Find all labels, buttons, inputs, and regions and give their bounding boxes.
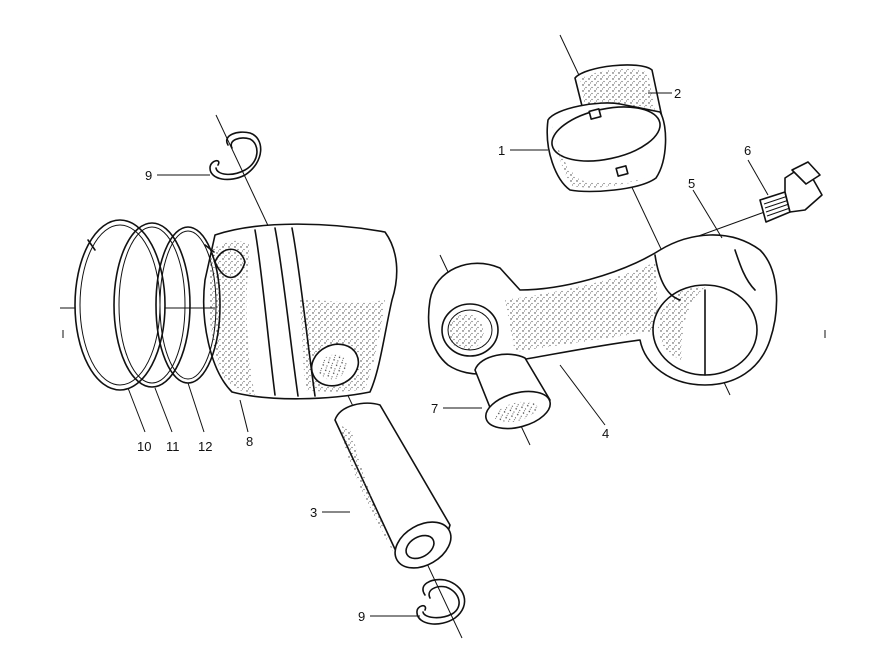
label-piston-pin: 3 <box>310 505 317 520</box>
piston-rings-drawing <box>60 219 221 391</box>
piston-drawing <box>202 114 463 639</box>
label-small-end-bushing: 7 <box>431 401 438 416</box>
label-ring-3: 12 <box>198 439 212 454</box>
label-rod-cap: 5 <box>688 176 695 191</box>
label-connecting-rod: 4 <box>602 426 609 441</box>
label-ring-1: 10 <box>137 439 151 454</box>
cap-bolt-drawing <box>659 161 823 251</box>
snap-rings-drawing <box>209 131 466 625</box>
label-snap-ring-top: 9 <box>145 168 152 183</box>
label-cap-bolt: 6 <box>744 143 751 158</box>
part-labels: 1 2 3 4 5 6 7 8 9 9 10 11 12 <box>137 86 751 624</box>
label-snap-ring-bottom: 9 <box>358 609 365 624</box>
bearing-shell-drawing <box>546 34 731 396</box>
label-bearing-lower: 2 <box>674 86 681 101</box>
piston-pin-drawing <box>334 402 452 569</box>
callout-lines <box>127 92 769 617</box>
connecting-rod-drawing <box>427 234 778 446</box>
label-ring-2: 11 <box>166 439 180 454</box>
label-bearing-upper: 1 <box>498 143 505 158</box>
label-piston: 8 <box>246 434 253 449</box>
